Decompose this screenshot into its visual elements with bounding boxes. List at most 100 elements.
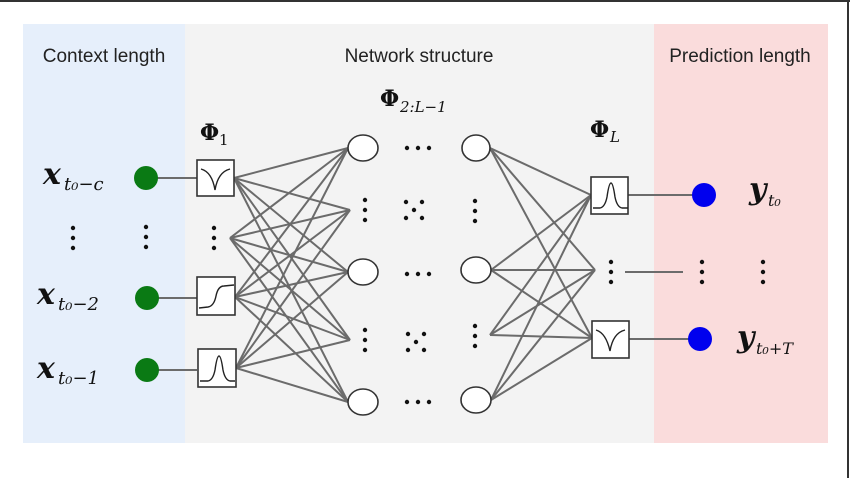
diagonal-ellipsis-dot: [419, 199, 425, 205]
hidden-node: [460, 386, 492, 414]
horizontal-ellipsis-dot: [404, 399, 410, 405]
vertical-ellipsis-dot: [362, 217, 368, 223]
diagonal-ellipsis-dot: [405, 331, 411, 337]
vertical-ellipsis-dot: [362, 207, 368, 213]
ellipsis-marks: [70, 145, 766, 405]
horizontal-ellipsis-dot: [415, 271, 421, 277]
svg-text:1: 1: [219, 131, 229, 149]
svg-text:Φ: Φ: [200, 120, 219, 146]
connection-edge: [489, 147, 593, 339]
svg-text:x: x: [36, 351, 56, 386]
svg-text:Φ: Φ: [380, 86, 399, 112]
vertical-ellipsis-dot: [472, 198, 478, 204]
phi-1-label: Φ 1: [200, 120, 229, 149]
connection-edge: [489, 194, 592, 336]
connection-edge: [233, 177, 351, 211]
hidden-node: [347, 388, 379, 416]
diagonal-ellipsis-dot: [421, 331, 427, 337]
vertical-ellipsis-dot: [362, 347, 368, 353]
output-label-2: y t₀+T: [736, 320, 794, 358]
diagonal-ellipsis-dot: [411, 207, 417, 213]
vertical-ellipsis-dot: [211, 225, 217, 231]
vertical-ellipsis-dot: [699, 269, 705, 275]
hidden-node: [460, 256, 492, 284]
connection-edge: [235, 147, 349, 369]
diagonal-ellipsis-dot: [403, 199, 409, 205]
vertical-ellipsis-dot: [143, 224, 149, 230]
input-label-1: x t₀−c: [42, 157, 104, 195]
svg-text:L: L: [609, 128, 620, 146]
gaussian-bump-curve-icon: [200, 355, 235, 382]
activation-box-gaussian: [197, 348, 237, 388]
prediction-length-title: Prediction length: [669, 46, 811, 67]
output-activation-box-inverted-peak: [591, 320, 630, 359]
horizontal-ellipsis-dot: [426, 145, 432, 151]
vertical-ellipsis-dot: [760, 279, 766, 285]
connection-edge: [490, 269, 596, 401]
svg-text:y: y: [748, 172, 769, 207]
vertical-ellipsis-dot: [211, 235, 217, 241]
vertical-ellipsis-dot: [211, 245, 217, 251]
output-activation-box-gaussian: [590, 176, 629, 215]
svg-text:y: y: [736, 320, 757, 355]
svg-text:t₀−1: t₀−1: [58, 368, 99, 389]
svg-text:2:L−1: 2:L−1: [399, 98, 447, 116]
vertical-ellipsis-dot: [362, 327, 368, 333]
vertical-ellipsis-dot: [760, 269, 766, 275]
input-label-2: x t₀−2: [36, 277, 99, 315]
connection-edge: [233, 177, 349, 273]
activation-box-sigmoid: [196, 276, 236, 316]
input-node: [135, 286, 159, 310]
svg-text:t₀−2: t₀−2: [58, 294, 99, 315]
vertical-ellipsis-dot: [608, 269, 614, 275]
frame-top-border: [0, 0, 850, 2]
vertical-ellipsis-dot: [472, 343, 478, 349]
sigmoid-curve-icon: [198, 284, 235, 309]
hidden-node: [347, 258, 379, 286]
input-label-3: x t₀−1: [36, 351, 99, 389]
network-structure-title: Network structure: [345, 46, 494, 67]
inverted-peak-curve-icon: [200, 168, 231, 191]
vertical-ellipsis-dot: [760, 259, 766, 265]
connection-edge: [234, 209, 351, 298]
connection-edge: [490, 194, 592, 401]
vertical-ellipsis-dot: [699, 279, 705, 285]
vertical-ellipsis-dot: [472, 333, 478, 339]
connection-edge: [234, 147, 349, 298]
connection-edge: [229, 147, 349, 239]
prediction-length-panel: [654, 24, 828, 443]
diagonal-ellipsis-dot: [403, 215, 409, 221]
vertical-ellipsis-dot: [362, 337, 368, 343]
connection-edge: [234, 296, 349, 403]
connection-edge: [235, 271, 349, 369]
horizontal-ellipsis-dot: [404, 271, 410, 277]
svg-text:x: x: [36, 277, 56, 312]
vertical-ellipsis-dot: [143, 244, 149, 250]
connection-edge: [489, 147, 596, 271]
frame-right-border: [847, 0, 849, 478]
vertical-ellipsis-dot: [608, 279, 614, 285]
connection-edge: [234, 271, 349, 298]
connection-edge: [490, 337, 593, 401]
horizontal-ellipsis-dot: [415, 145, 421, 151]
connection-edge: [489, 269, 596, 336]
vertical-ellipsis-dot: [472, 218, 478, 224]
context-length-title: Context length: [43, 46, 166, 67]
vertical-ellipsis-dot: [472, 208, 478, 214]
inverted-peak-curve-icon: [595, 329, 626, 352]
diagonal-ellipsis-dot: [405, 347, 411, 353]
connection-edge: [229, 237, 349, 403]
vertical-ellipsis-dot: [362, 197, 368, 203]
diagonal-ellipsis-dot: [413, 339, 419, 345]
connection-edge: [229, 237, 351, 341]
svg-text:t₀: t₀: [768, 191, 781, 210]
output-node: [688, 327, 712, 351]
svg-text:t₀+T: t₀+T: [756, 339, 794, 358]
svg-text:x: x: [42, 157, 62, 192]
horizontal-ellipsis-dot: [404, 145, 410, 151]
hidden-node: [347, 134, 379, 162]
horizontal-ellipsis-dot: [415, 399, 421, 405]
vertical-ellipsis-dot: [472, 323, 478, 329]
svg-text:Φ: Φ: [590, 117, 609, 143]
